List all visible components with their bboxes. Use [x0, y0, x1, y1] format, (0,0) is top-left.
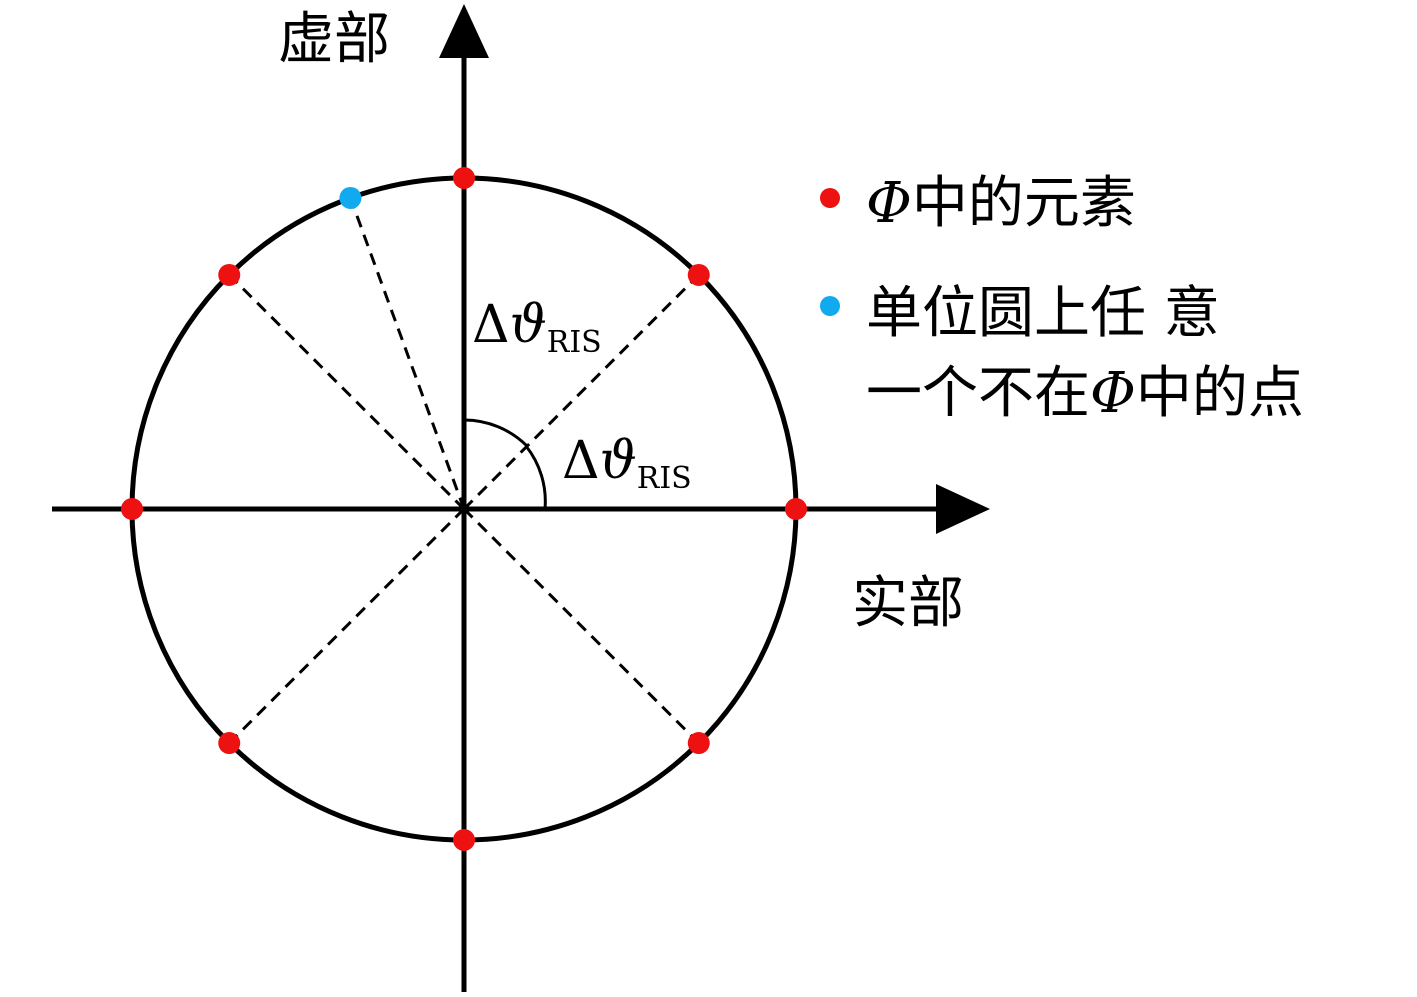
phi-element-point: [785, 498, 807, 520]
imaginary-axis-arrow-icon: [439, 4, 489, 58]
angle-label-lower: ΔϑRIS: [562, 431, 692, 496]
phi-element-point: [218, 263, 241, 286]
real-axis-arrow-icon: [936, 484, 990, 534]
phi-element-point: [453, 167, 475, 189]
legend-label-arbitrary-point-line1: 单位圆上任 意: [866, 281, 1220, 346]
dashed-radii: [132, 178, 796, 840]
angle-label-upper: ΔϑRIS: [472, 295, 602, 360]
dashed-radius: [228, 273, 466, 511]
legend-label-phi-element: Φ中的元素: [866, 171, 1136, 236]
imaginary-axis-label: 虚部: [278, 7, 390, 72]
angle-arc-inner: [463, 418, 529, 448]
dashed-radius: [349, 197, 466, 510]
legend: Φ中的元素 单位圆上任 意 一个不在Φ中的点: [820, 171, 1304, 426]
phi-element-point: [218, 732, 241, 755]
angle-arc-outer: [524, 445, 547, 510]
phi-element-point: [121, 498, 143, 520]
dashed-radius: [462, 273, 700, 511]
real-axis-label: 实部: [852, 571, 964, 636]
dashed-radius: [228, 507, 466, 745]
legend-label-arbitrary-point-line2: 一个不在Φ中的点: [866, 361, 1304, 426]
legend-marker-arbitrary-point: [820, 296, 840, 316]
arbitrary-point: [339, 186, 362, 209]
circle-points: [121, 167, 807, 851]
phi-element-point: [687, 263, 710, 286]
dashed-radius: [462, 507, 700, 745]
phi-element-point: [687, 732, 710, 755]
phi-element-point: [453, 829, 475, 851]
legend-marker-phi-element: [820, 188, 840, 208]
